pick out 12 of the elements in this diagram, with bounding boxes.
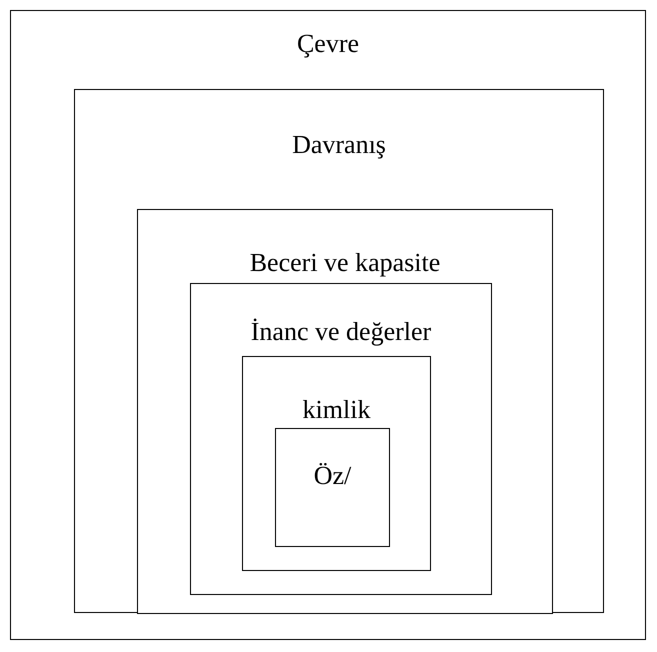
layer-box [137, 209, 553, 614]
layer-label: kimlik [302, 395, 370, 425]
layer-label: Davranış [292, 130, 386, 160]
layer-label: Çevre [296, 29, 360, 59]
layer-label: İnanc ve değerler [250, 317, 432, 347]
layer-label: Beceri ve kapasite [250, 248, 440, 278]
layer-box [242, 356, 431, 571]
layer-box [74, 89, 604, 613]
layer-label: Öz/ [314, 461, 352, 491]
layer-box [10, 10, 646, 640]
layer-box [190, 283, 492, 595]
layer-box [275, 428, 390, 547]
